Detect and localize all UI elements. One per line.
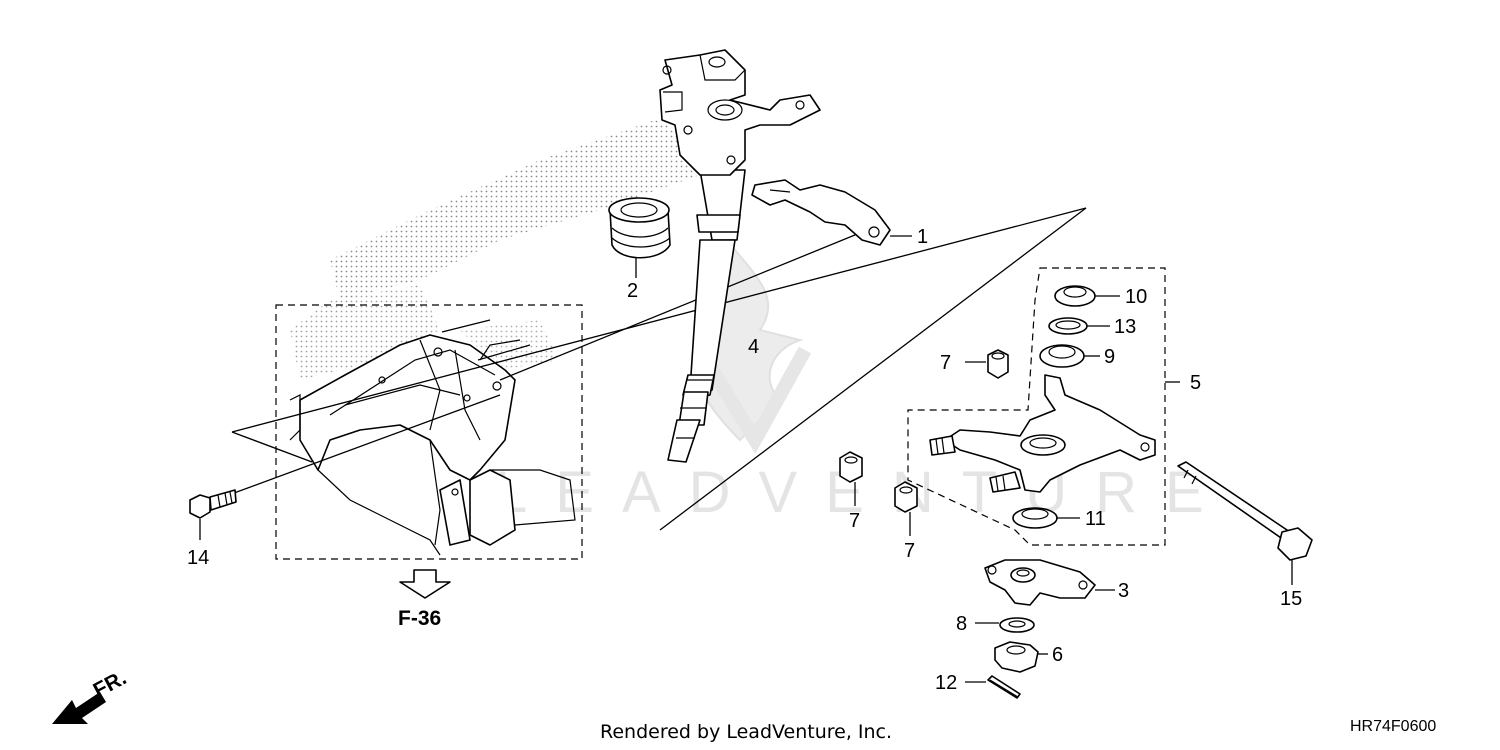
steering-column-bracket bbox=[659, 49, 821, 176]
projection-lines bbox=[214, 207, 1087, 531]
part-2-grommet bbox=[608, 197, 671, 278]
part-7-nut-a bbox=[965, 349, 1009, 379]
callout-7-upper: 7 bbox=[940, 352, 951, 374]
part-3-bracket bbox=[984, 559, 1115, 606]
callout-5: 5 bbox=[1190, 372, 1201, 394]
part-13-ring bbox=[1048, 317, 1110, 335]
part-14-bolt bbox=[189, 489, 237, 540]
assembly-5-box bbox=[907, 267, 1166, 546]
callout-9: 9 bbox=[1104, 346, 1115, 368]
callout-4: 4 bbox=[748, 336, 759, 358]
watermark-text: LEADVENTURE bbox=[495, 460, 1232, 525]
part-10-bearing bbox=[1054, 285, 1120, 307]
part-7-nut-b bbox=[839, 451, 863, 506]
callout-15: 15 bbox=[1280, 588, 1302, 610]
callout-2: 2 bbox=[627, 280, 638, 302]
part-12-cotter-pin bbox=[965, 675, 1021, 699]
callout-11: 11 bbox=[1085, 508, 1106, 530]
callout-labels: 1 2 3 4 5 6 7 7 7 8 9 10 11 12 13 14 15 bbox=[187, 226, 1302, 694]
part-7-nut-c bbox=[894, 481, 918, 536]
front-direction-indicator: FR. bbox=[52, 666, 130, 724]
render-credit: Rendered by LeadVenture, Inc. bbox=[600, 721, 892, 743]
part-6-nut bbox=[994, 641, 1048, 673]
watermark: LEADVENTURE bbox=[495, 248, 1232, 525]
reference-label: F-36 bbox=[398, 607, 441, 630]
callout-10: 10 bbox=[1125, 286, 1147, 308]
callout-6: 6 bbox=[1052, 644, 1063, 666]
callout-12: 12 bbox=[935, 672, 957, 694]
callout-13: 13 bbox=[1114, 316, 1136, 338]
callout-1: 1 bbox=[917, 226, 928, 248]
part-5-arm bbox=[929, 374, 1180, 493]
part-9-bearing bbox=[1039, 344, 1100, 368]
reference-arrow: F-36 bbox=[398, 569, 451, 630]
part-8-washer bbox=[975, 617, 1035, 633]
callout-14: 14 bbox=[187, 547, 209, 569]
diagram-code: HR74F0600 bbox=[1350, 718, 1436, 735]
callout-7-left: 7 bbox=[849, 510, 860, 532]
callout-8: 8 bbox=[956, 613, 967, 635]
frame-reference-box bbox=[275, 304, 583, 560]
part-1-clamp bbox=[751, 179, 912, 246]
front-arrow-icon bbox=[52, 692, 106, 724]
part-11-seal bbox=[1012, 507, 1080, 529]
callout-3: 3 bbox=[1118, 580, 1129, 602]
callout-7-right: 7 bbox=[904, 540, 915, 562]
steering-shaft bbox=[667, 169, 746, 463]
stipple-shading bbox=[290, 120, 700, 380]
part-15-long-bolt bbox=[1177, 461, 1313, 585]
